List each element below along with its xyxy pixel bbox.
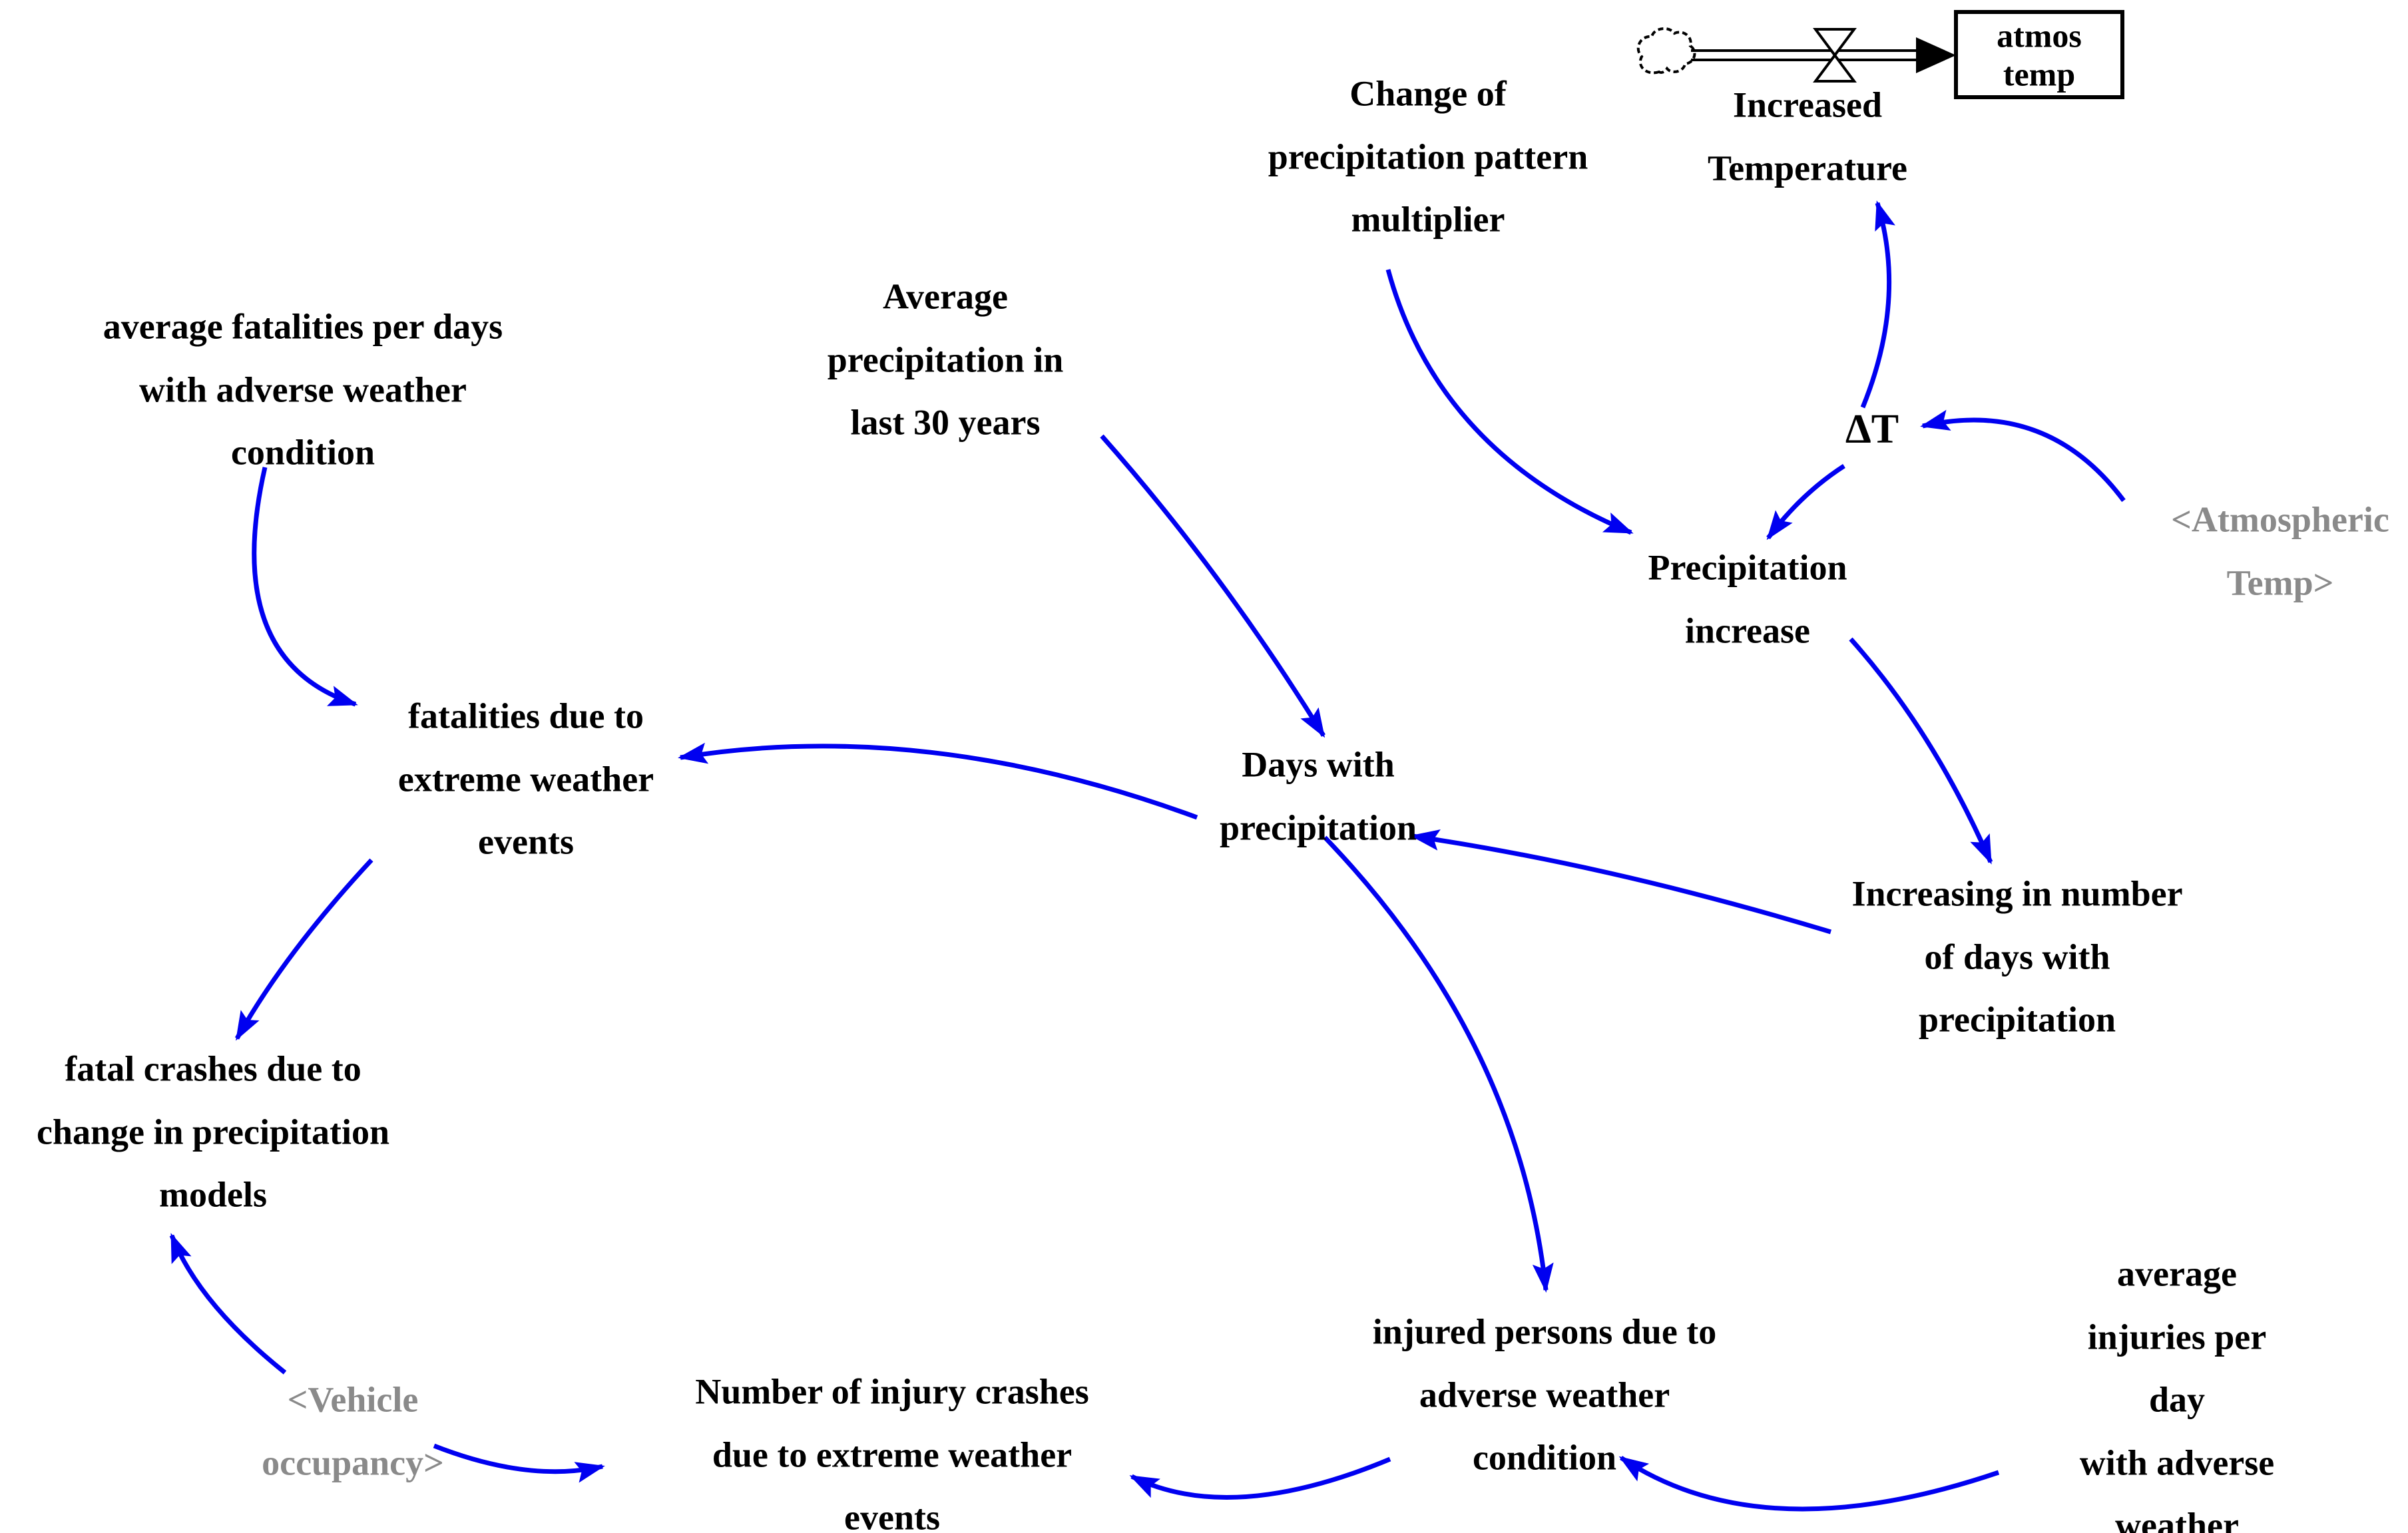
edge-atmospheric-temp-to-delta-t-arrow [1920,409,2126,503]
stock-box[interactable] [1954,10,2124,99]
edge-avg-precip-to-days-with-precip-arrow [1100,434,1325,738]
variable-change-precipitation-pattern-multiplier[interactable]: Change of precipitation pattern multipli… [1268,73,1588,240]
edge-days-with-precip-to-fatalities-arrow [678,742,1198,820]
variable-delta-t[interactable]: ΔT [1845,406,1899,452]
edge-injured-persons-to-number-injury-crashes-arrow [1129,1456,1391,1500]
variable-fatalities-extreme-weather-events[interactable]: fatalities due to extreme weather events [397,696,654,862]
stock-label-atmos-temp[interactable]: atmos temp [1997,17,2082,93]
valve-icon[interactable] [1813,28,1857,83]
edge-avg-fatalities-to-fatalities-arrow [252,467,358,707]
shadow-variable-vehicle-occupancy[interactable]: <Vehicle occupancy> [262,1379,444,1483]
variable-average-fatalities-per-days-adverse-weather[interactable]: average fatalities per days with adverse… [103,306,503,473]
edge-change-multiplier-to-precip-increase-arrow [1385,269,1634,535]
variable-fatal-crashes-precipitation-models[interactable]: fatal crashes due to change in precipita… [36,1048,390,1215]
edge-delta-t-to-increased-temperature-arrow [1860,200,1895,409]
edge-precip-increase-to-increasing-days-arrow [1849,637,1993,865]
edge-increasing-days-to-days-with-precip-arrow [1410,829,1832,935]
cloud-icon[interactable] [1636,27,1696,75]
variable-precipitation-increase[interactable]: Precipitation increase [1648,547,1847,651]
variable-number-injury-crashes-extreme-weather[interactable]: Number of injury crashes due to extreme … [695,1371,1089,1533]
flow-label-increased-temperature[interactable]: Increased Temperature [1708,85,1907,188]
flow-arrowhead [1916,37,1956,73]
variable-increasing-number-days-precipitation[interactable]: Increasing in number of days with precip… [1851,873,2183,1040]
shadow-variable-atmospheric-temp[interactable]: <Atmospheric Temp> [2171,499,2389,603]
edge-fatalities-to-fatal-crashes-arrow [234,858,373,1041]
variable-days-with-precipitation[interactable]: Days with precipitation [1220,744,1417,848]
variable-injured-persons-adverse-weather[interactable]: injured persons due to adverse weather c… [1372,1311,1717,1478]
flow-pipe-group [1636,10,2124,99]
edge-delta-t-to-precip-increase-arrow [1766,464,1845,541]
edge-avg-injuries-to-injured-persons-arrow [1618,1456,2000,1512]
edge-days-with-precip-to-injured-persons-arrow [1323,835,1554,1293]
variable-average-precipitation-last-30-years[interactable]: Average precipitation in last 30 years [827,276,1064,443]
edge-vehicle-occupancy-to-fatal-crashes-arrow [169,1233,287,1375]
variable-average-injuries-per-day-adverse-weather[interactable]: average injuries per day with adverse we… [2079,1253,2275,1533]
edge-vehicle-occupancy-to-number-injury-crashes-arrow [433,1443,605,1483]
